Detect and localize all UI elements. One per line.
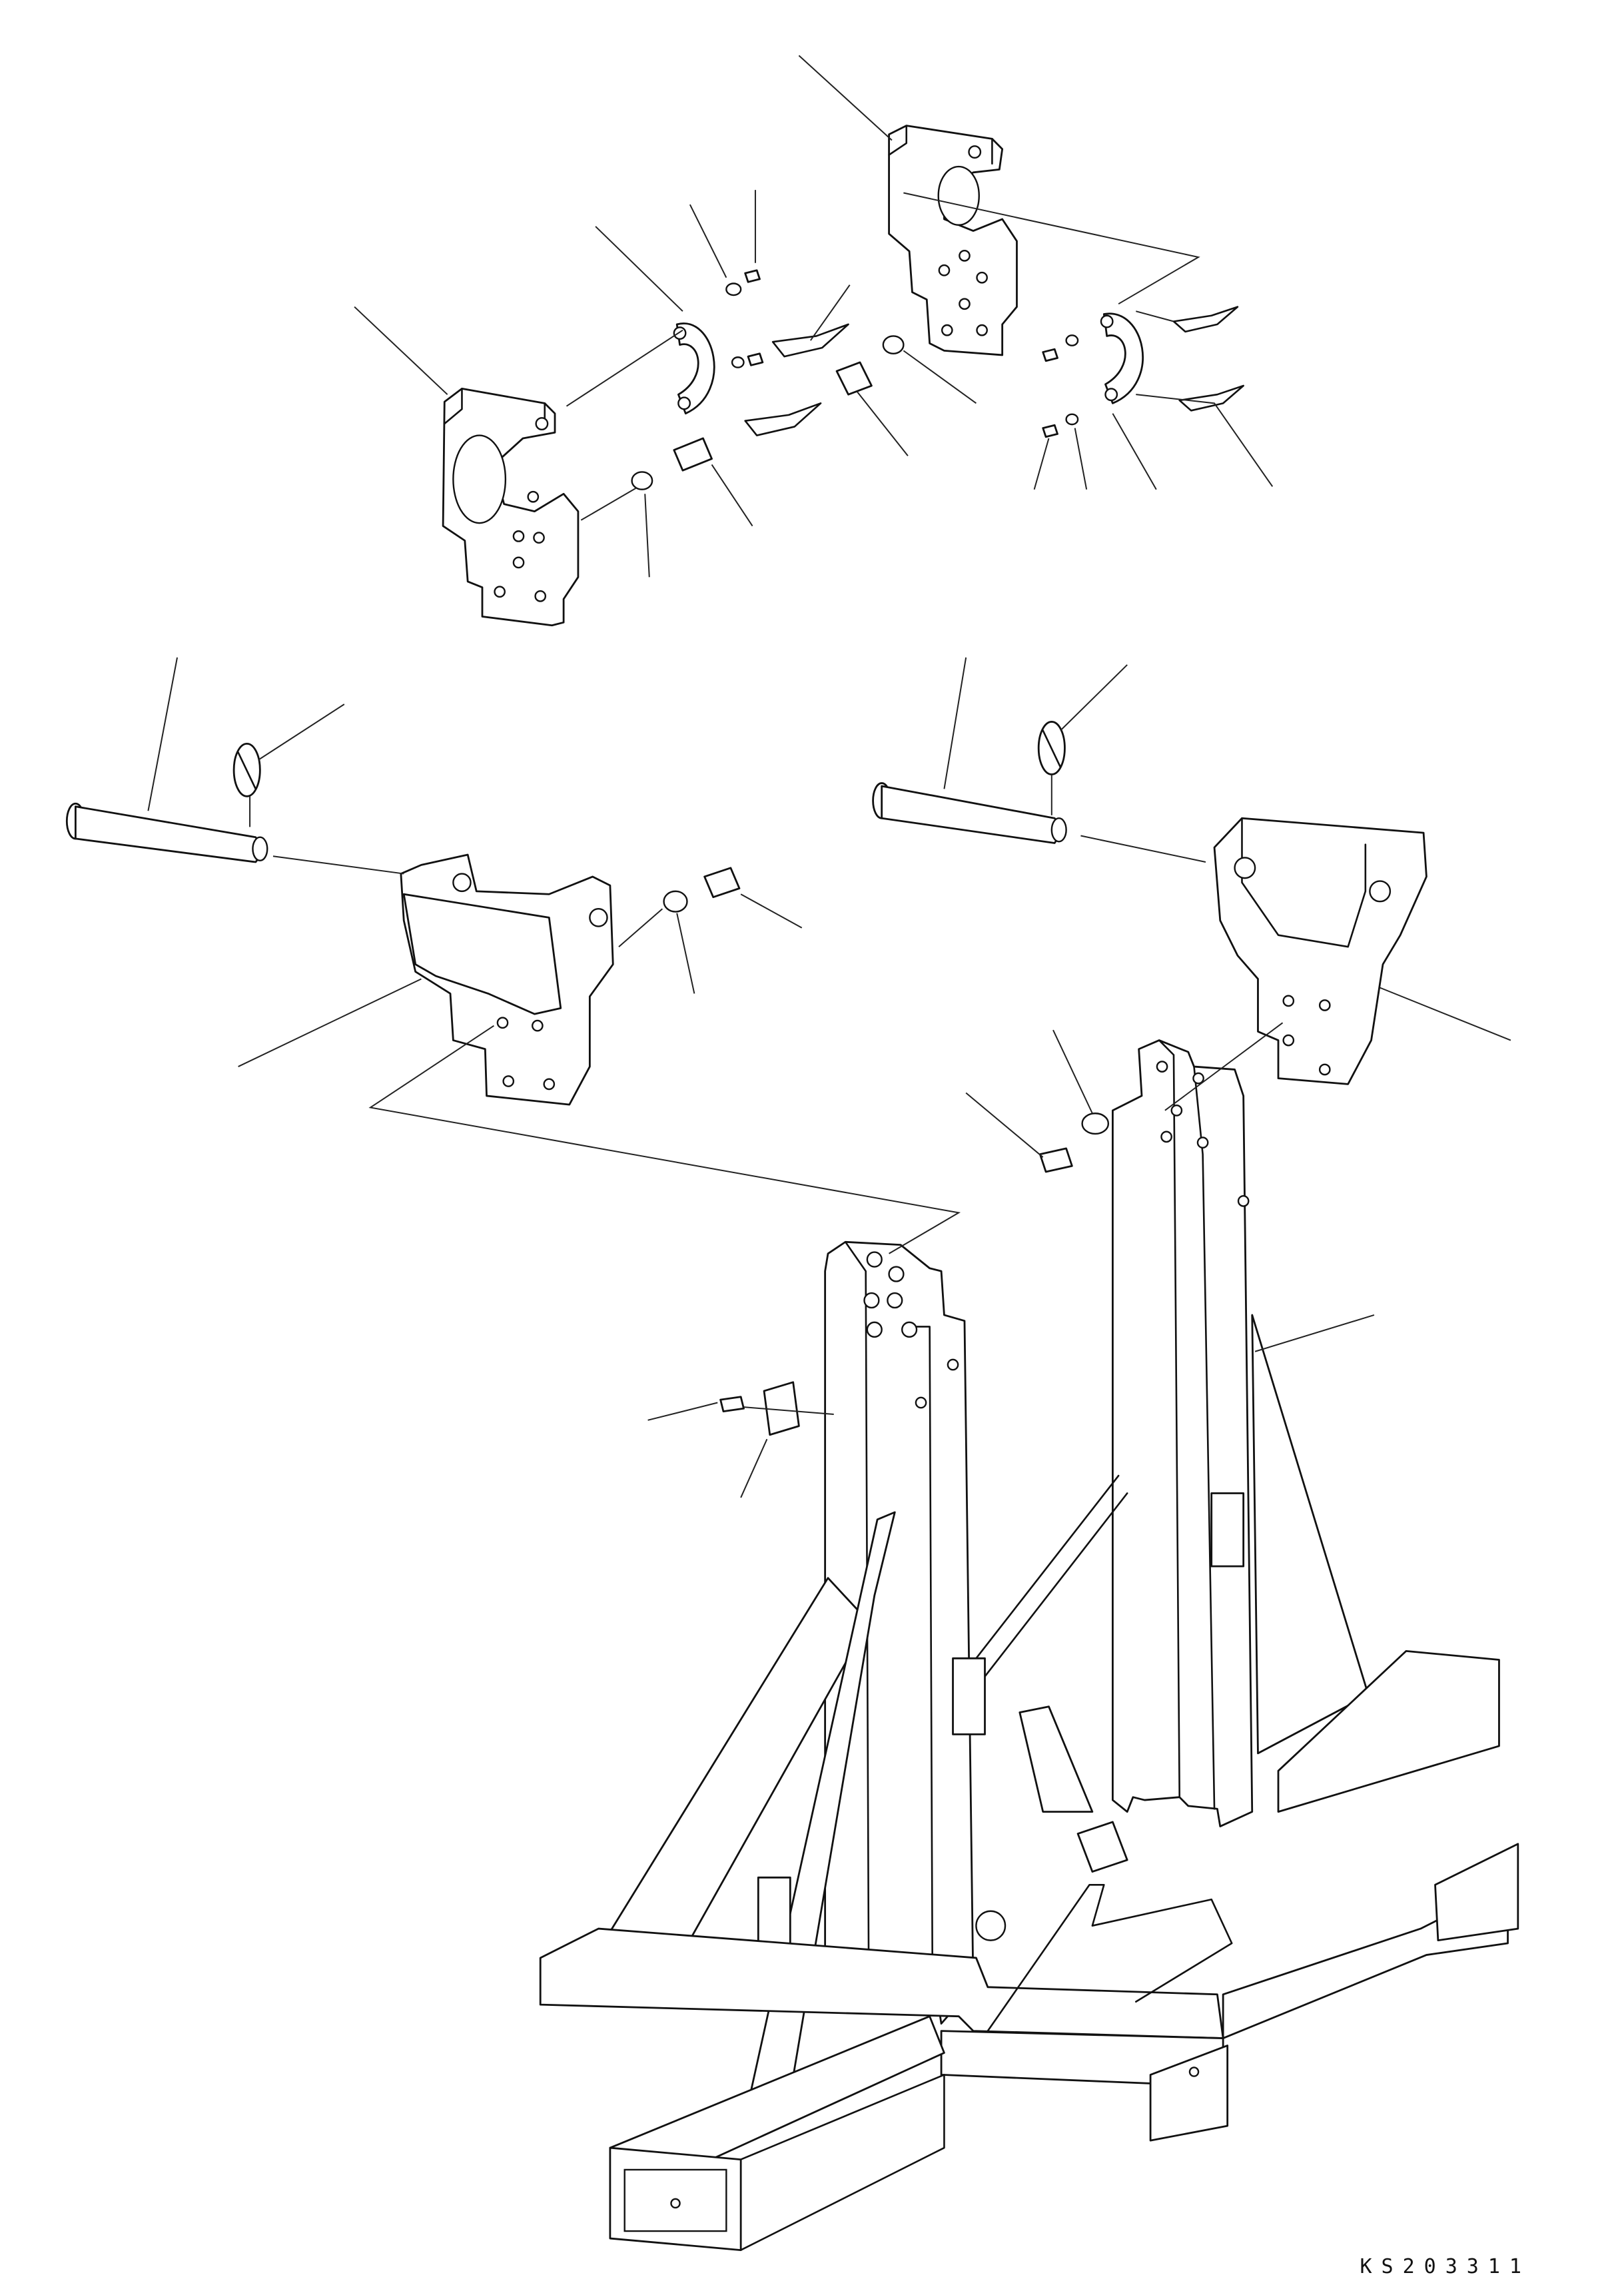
latch-plate-left (674, 324, 714, 414)
spring-clips (745, 307, 1244, 436)
washer-left (632, 472, 653, 489)
figure-code: KS203311 (1360, 2255, 1531, 2278)
bolt-left (674, 438, 712, 470)
stand-frame (540, 1041, 1518, 2250)
hook-mouth-right (939, 167, 979, 225)
fasteners-middle (664, 868, 1108, 1435)
pin-left (67, 803, 267, 862)
name-plate (764, 1382, 799, 1435)
hook-bracket-right (889, 126, 1017, 355)
cradle-bracket-left (401, 855, 613, 1105)
hook-mouth-left (453, 436, 506, 524)
pin-right (873, 783, 1066, 843)
snap-ring-right (1038, 721, 1064, 774)
leader-lines (148, 55, 1510, 1498)
fasteners-upper (632, 270, 1078, 490)
hook-bracket-left (443, 388, 578, 625)
cradle-bracket-right (1214, 818, 1426, 1084)
latch-plate-right (1101, 314, 1143, 404)
bolt-center (837, 362, 871, 394)
snap-ring-left (234, 743, 260, 796)
washer-right (883, 336, 904, 353)
